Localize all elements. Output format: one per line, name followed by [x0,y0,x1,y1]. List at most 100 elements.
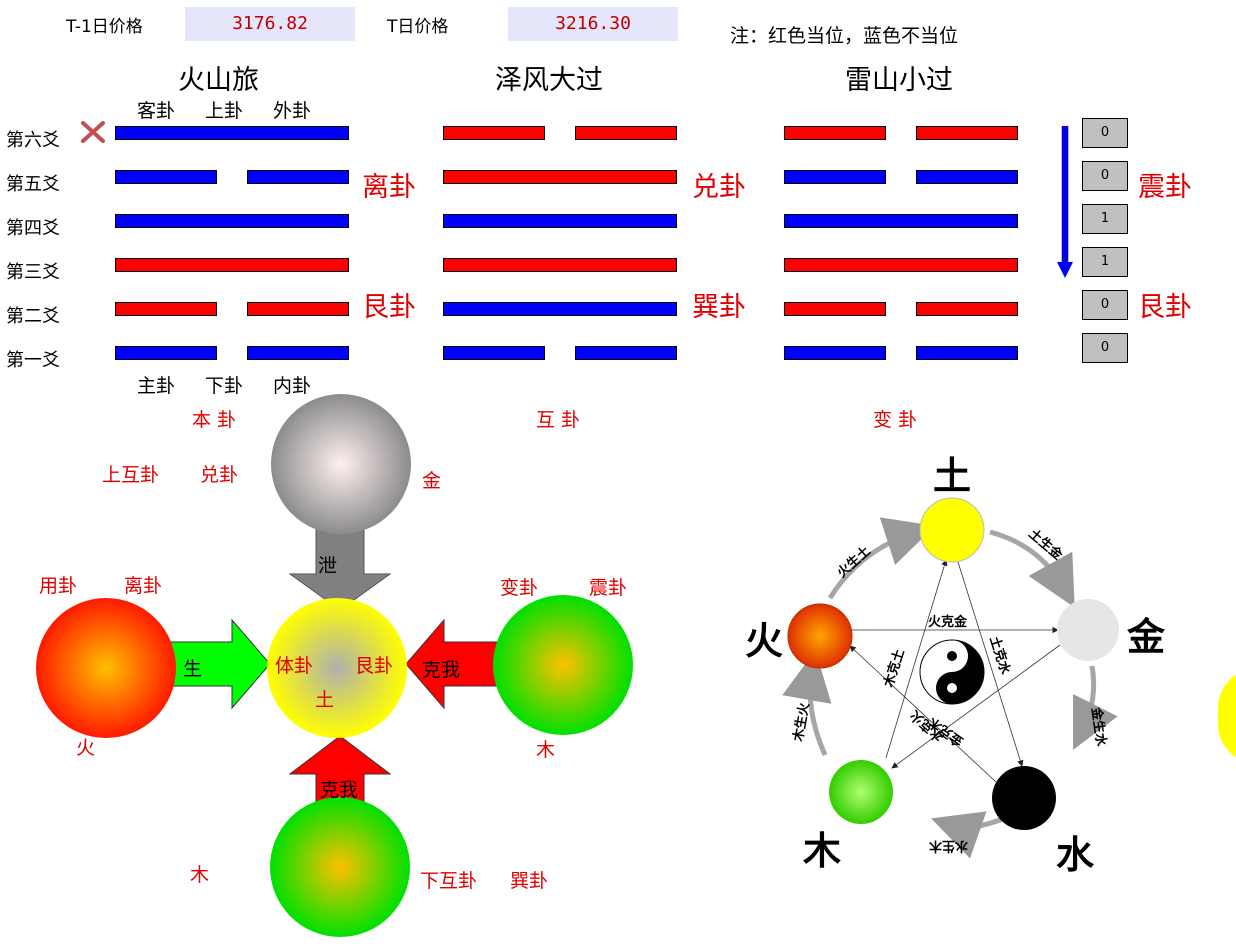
star-earth-water [957,561,1024,767]
zhu-gua-label: 主卦 [137,375,176,397]
left-label: 用卦 [39,575,78,597]
bottom-label: 下互卦 [420,870,478,892]
wx-fire-circle [787,603,853,669]
wx-wood-label: 木 [803,829,842,873]
edge-yellow-circle [1218,668,1236,764]
bottom-trigram: 巽卦 [510,870,549,892]
label-fire-metal: 火克金 [928,614,968,630]
curr-price-value[interactable]: 3216.30 [508,7,678,41]
bit-box-3: 1 [1082,247,1128,277]
cycle-water-wood [931,811,1006,859]
label-metal-water: 金生水 [1088,705,1110,748]
bian-line-6-seg-2 [916,126,1018,140]
wx-fire-label: 火 [745,619,784,663]
hu-line-1-seg-1 [443,346,545,360]
bian-gua-title: 雷山小过 [845,65,953,96]
star-wood-earth [885,559,948,759]
top-element: 金 [422,470,442,492]
right-trigram: 震卦 [589,577,628,599]
label-water-wood: 水生木 [928,838,968,854]
xie-label: 泄 [318,555,338,577]
cross-mark-icon [81,121,105,143]
ke-gua-label: 客卦 [137,100,176,122]
star-water-fire [849,645,997,783]
wood-right-circle [493,595,633,735]
bian-line-2-seg-2 [916,302,1018,316]
ben-upper-trigram: 离卦 [362,172,416,203]
hu-line-4 [443,214,677,228]
row-label-6: 第六爻 [6,130,60,151]
wx-water-circle [992,766,1056,830]
bottom-element: 木 [190,864,210,886]
legend-note: 注：红色当位，蓝色不当位 [730,25,959,47]
down-arrow-icon [1057,126,1073,278]
left-element: 火 [76,737,96,759]
ben-gua-lines [115,126,349,366]
ben-line-3 [115,258,349,272]
hu-gua-lines [443,126,677,366]
bian-gua-caption: 变 卦 [873,409,918,431]
row-label-3: 第三爻 [6,262,60,283]
ben-gua-title: 火山旅 [178,65,259,96]
wx-water-label: 水 [1056,833,1095,877]
hu-gua-caption: 互 卦 [536,409,581,431]
shang-gua-label: 上卦 [205,100,244,122]
bian-line-5-seg-2 [916,170,1018,184]
relation-diagram [36,394,633,937]
bit-box-2: 0 [1082,290,1128,320]
hu-line-5 [443,170,677,184]
bit-box-1: 0 [1082,333,1128,363]
label-wood-fire: 木生火 [790,701,813,744]
label-earth-metal: 土生金 [1025,526,1066,564]
center-element: 土 [315,689,335,711]
label-earth-water: 土克水 [986,634,1014,677]
hu-gua-title: 泽风大过 [495,65,603,96]
ben-lower-trigram: 艮卦 [362,292,416,323]
row-label-2: 第二爻 [6,306,60,327]
wx-wood-circle [829,760,893,824]
bit-box-6: 0 [1082,118,1128,148]
right-element: 木 [536,739,556,761]
sheng-arrow [169,618,271,710]
cycle-wood-fire [782,650,832,757]
prev-price-value[interactable]: 3176.82 [185,7,355,41]
wx-earth-label: 土 [933,454,972,498]
ben-line-6 [115,126,349,140]
bian-lower-trigram: 艮卦 [1138,292,1192,323]
ben-line-1-seg-2 [247,346,349,360]
cycle-metal-water [1073,665,1118,750]
center-trigram: 艮卦 [355,655,394,677]
row-label-5: 第五爻 [6,174,60,195]
fire-circle [36,598,176,738]
bian-line-5-seg-1 [784,170,886,184]
bian-gua-lines [784,126,1018,366]
prev-price-label: T-1日价格 [66,17,143,37]
metal-circle [271,394,411,534]
ben-line-5-seg-1 [115,170,217,184]
wood-bottom-circle [270,797,410,937]
bian-line-6-seg-1 [784,126,886,140]
wai-gua-label: 外卦 [273,100,312,122]
row-label-1: 第一爻 [6,350,60,371]
hu-line-6-seg-1 [443,126,545,140]
top-label: 上互卦 [102,464,160,486]
left-trigram: 离卦 [124,575,163,597]
bian-line-1-seg-2 [916,346,1018,360]
yin-yang-icon [919,639,985,705]
hu-line-1-seg-2 [575,346,677,360]
ben-gua-caption: 本 卦 [192,409,237,431]
star-metal-wood [891,644,1061,769]
bian-line-2-seg-1 [784,302,886,316]
hu-lower-trigram: 巽卦 [692,292,746,323]
sheng-label: 生 [183,658,203,680]
hu-line-3 [443,258,677,272]
bian-upper-trigram: 震卦 [1138,172,1192,203]
ben-line-5-seg-2 [247,170,349,184]
bian-line-1-seg-1 [784,346,886,360]
row-label-4: 第四爻 [6,218,60,239]
ben-line-2-seg-2 [247,302,349,316]
hu-line-2 [443,302,677,316]
xia-gua-label: 下卦 [205,375,244,397]
ben-line-1-seg-1 [115,346,217,360]
cycle-fire-earth [827,517,936,600]
